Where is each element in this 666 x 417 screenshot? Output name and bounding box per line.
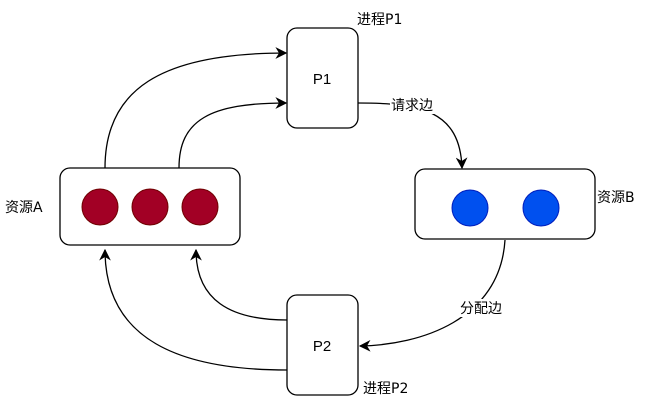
process-p2-caption: 进程P2: [363, 381, 408, 397]
assignment-edge-label: 分配边: [460, 301, 502, 317]
process-p1-caption: 进程P1: [357, 12, 402, 28]
resource-a-instance: [181, 188, 219, 226]
resource-a-instance: [131, 188, 169, 226]
resource-b-instance: [522, 189, 560, 227]
edge-a-to-p1-inner: [178, 97, 288, 169]
edge-assign-b-to-p2: [358, 239, 506, 352]
resource-b-instance: [451, 189, 489, 227]
resource-b-caption: 资源B: [597, 190, 635, 206]
process-p2-label: P2: [313, 338, 331, 355]
resource-a-caption: 资源A: [5, 200, 43, 216]
process-p1-label: P1: [313, 71, 331, 88]
edge-p2-to-a-outer: [99, 248, 288, 371]
resource-b[interactable]: [414, 168, 596, 240]
resource-a[interactable]: [59, 167, 241, 246]
resource-a-instance: [81, 188, 119, 226]
request-edge-label: 请求边: [391, 98, 433, 114]
edge-p2-to-a-inner: [190, 248, 288, 321]
edge-a-to-p1-outer: [104, 47, 288, 169]
process-p1[interactable]: P1: [286, 27, 359, 129]
process-p2[interactable]: P2: [286, 294, 359, 396]
